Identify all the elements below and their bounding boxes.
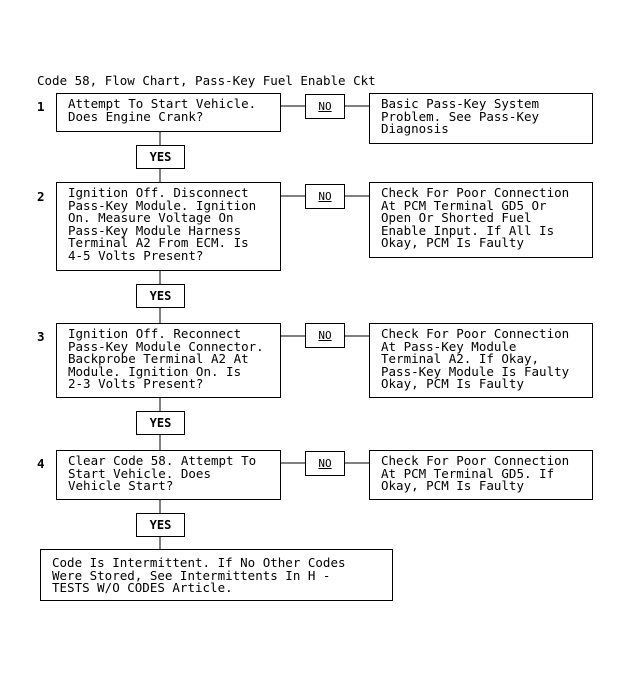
step-number-3: 3 (37, 329, 45, 344)
step-3-no-box: NO (305, 323, 345, 348)
step-4-no-result: Check For Poor Connection At PCM Termina… (369, 450, 593, 500)
step-1-no-box: NO (305, 94, 345, 119)
step-3-yes-box: YES (136, 411, 185, 435)
step-number-2: 2 (37, 189, 45, 204)
step-2-no-label: NO (318, 190, 332, 203)
step-3-no-result: Check For Poor Connection At Pass-Key Mo… (369, 323, 593, 398)
step-4-yes-box: YES (136, 513, 185, 537)
step-1-no-label: NO (318, 100, 332, 113)
step-4-question: Clear Code 58. Attempt To Start Vehicle.… (56, 450, 281, 500)
step-1-yes-box: YES (136, 145, 185, 169)
step-3-no-label: NO (318, 329, 332, 342)
step-number-4: 4 (37, 456, 45, 471)
step-4-no-label: NO (318, 457, 332, 470)
final-result: Code Is Intermittent. If No Other Codes … (40, 549, 393, 601)
step-1-question: Attempt To Start Vehicle. Does Engine Cr… (56, 93, 281, 132)
chart-title: Code 58, Flow Chart, Pass-Key Fuel Enabl… (37, 73, 376, 88)
step-2-no-box: NO (305, 184, 345, 209)
step-4-no-box: NO (305, 451, 345, 476)
step-2-no-result: Check For Poor Connection At PCM Termina… (369, 182, 593, 258)
step-2-yes-box: YES (136, 284, 185, 308)
step-number-1: 1 (37, 99, 45, 114)
step-3-question: Ignition Off. Reconnect Pass-Key Module … (56, 323, 281, 398)
step-2-question: Ignition Off. Disconnect Pass-Key Module… (56, 182, 281, 271)
step-1-no-result: Basic Pass-Key System Problem. See Pass-… (369, 93, 593, 144)
